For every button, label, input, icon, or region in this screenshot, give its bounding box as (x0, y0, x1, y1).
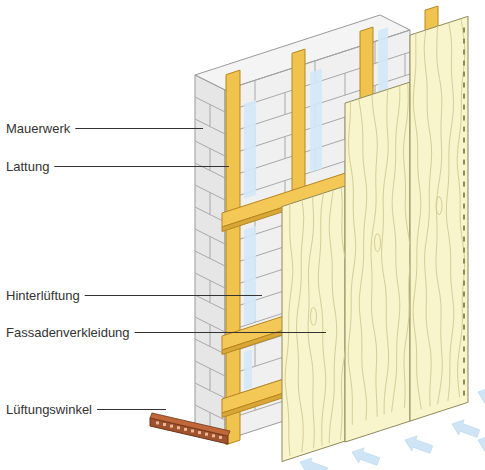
part-label: Lüftungswinkel (5, 402, 93, 417)
leader-line (85, 295, 262, 296)
leader-line (75, 128, 203, 129)
leader-line (54, 166, 229, 167)
part-label: Hinterlüftung (5, 288, 81, 303)
cladding-panels (282, 16, 468, 461)
leader-line (135, 332, 326, 333)
part-label: Mauerwerk (5, 121, 71, 136)
air-flow-arrows (297, 384, 485, 470)
leader-line (97, 409, 166, 410)
part-label: Fassadenverkleidung (5, 325, 131, 340)
part-label: Lattung (5, 159, 50, 174)
ventilation-angle (150, 413, 230, 444)
